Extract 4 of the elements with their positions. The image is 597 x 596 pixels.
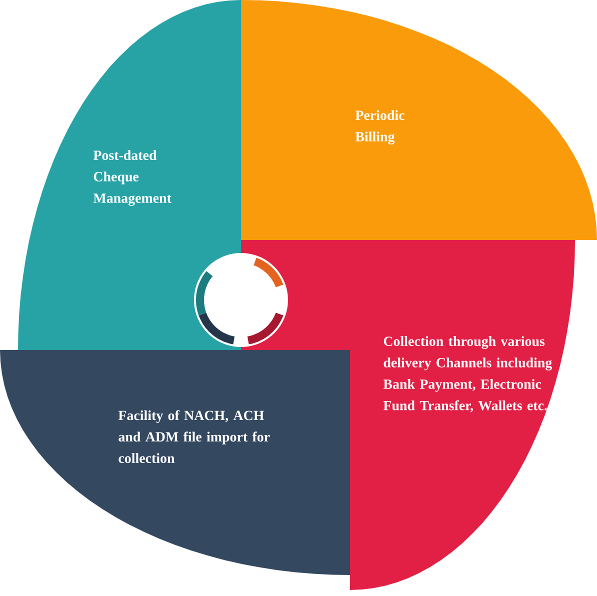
segment-label: Facility of NACH, ACH and ADM file import for collection: [118, 410, 270, 463]
segment-label: Post-dated Cheque Management: [93, 150, 172, 206]
segment-label: Collection through various delivery Channels including Bank Payment, Electronic Fund Transfer, Wallets etc.: [383, 336, 552, 412]
segment-label: Periodic Billing: [355, 110, 404, 144]
